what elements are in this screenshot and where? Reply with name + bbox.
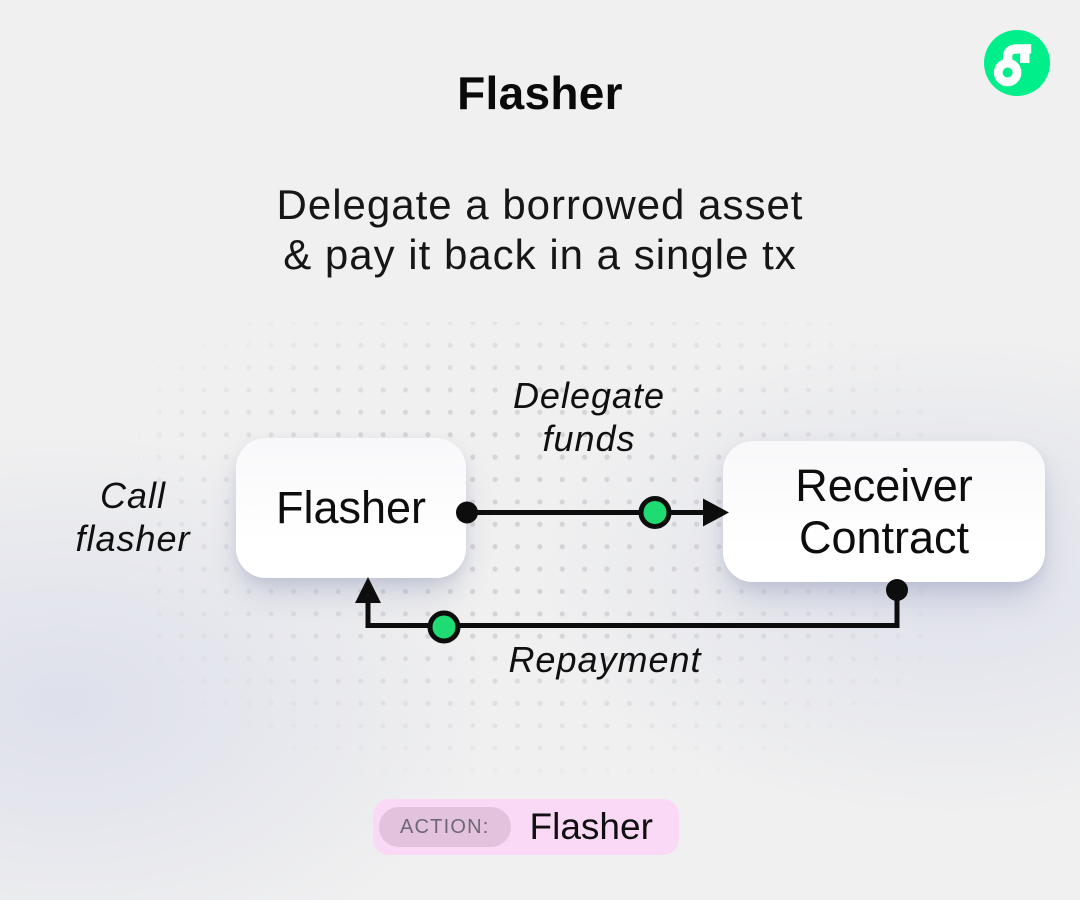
repayment-edge-line <box>365 590 900 628</box>
action-badge-value: Flasher <box>529 806 653 847</box>
edge-label-delegate-funds: Delegate funds <box>458 374 720 460</box>
node-flasher-label: Flasher <box>275 482 427 533</box>
page-subtitle: Delegate a borrowed asset & pay it back … <box>0 180 1080 280</box>
node-receiver-label: Receiver Contract <box>795 460 973 564</box>
subtitle-line-1: Delegate a borrowed asset <box>276 181 804 228</box>
edge-label-repayment: Repayment <box>508 639 702 680</box>
repayment-arrowhead-icon <box>355 577 381 603</box>
annotation-call-flasher: Call flasher <box>28 474 238 560</box>
flow-logo-hook <box>1002 44 1032 61</box>
delegate-label-line-2: funds <box>542 418 636 459</box>
delegate-label-line-1: Delegate <box>512 375 666 416</box>
node-receiver-label-line-2: Contract <box>798 511 970 563</box>
flow-logo-ring <box>993 58 1022 87</box>
node-receiver-label-line-1: Receiver <box>795 459 973 511</box>
flow-logo-svg <box>984 30 1050 96</box>
action-badge-pill: ACTION: <box>379 807 511 847</box>
call-flasher-line-2: flasher <box>75 518 191 559</box>
flow-logo-icon <box>984 30 1050 96</box>
page-title: Flasher <box>457 67 623 119</box>
flow-logo-crossbar <box>1020 53 1030 63</box>
call-flasher-line-1: Call <box>99 475 166 516</box>
action-badge: ACTION: Flasher <box>373 799 679 855</box>
subtitle-line-2: & pay it back in a single tx <box>283 231 797 278</box>
delegate-token-marker <box>638 496 672 529</box>
node-receiver-contract: Receiver Contract <box>723 441 1045 582</box>
repayment-start-dot <box>886 579 908 601</box>
node-flasher: Flasher <box>236 438 466 578</box>
repayment-token-marker <box>427 610 461 644</box>
